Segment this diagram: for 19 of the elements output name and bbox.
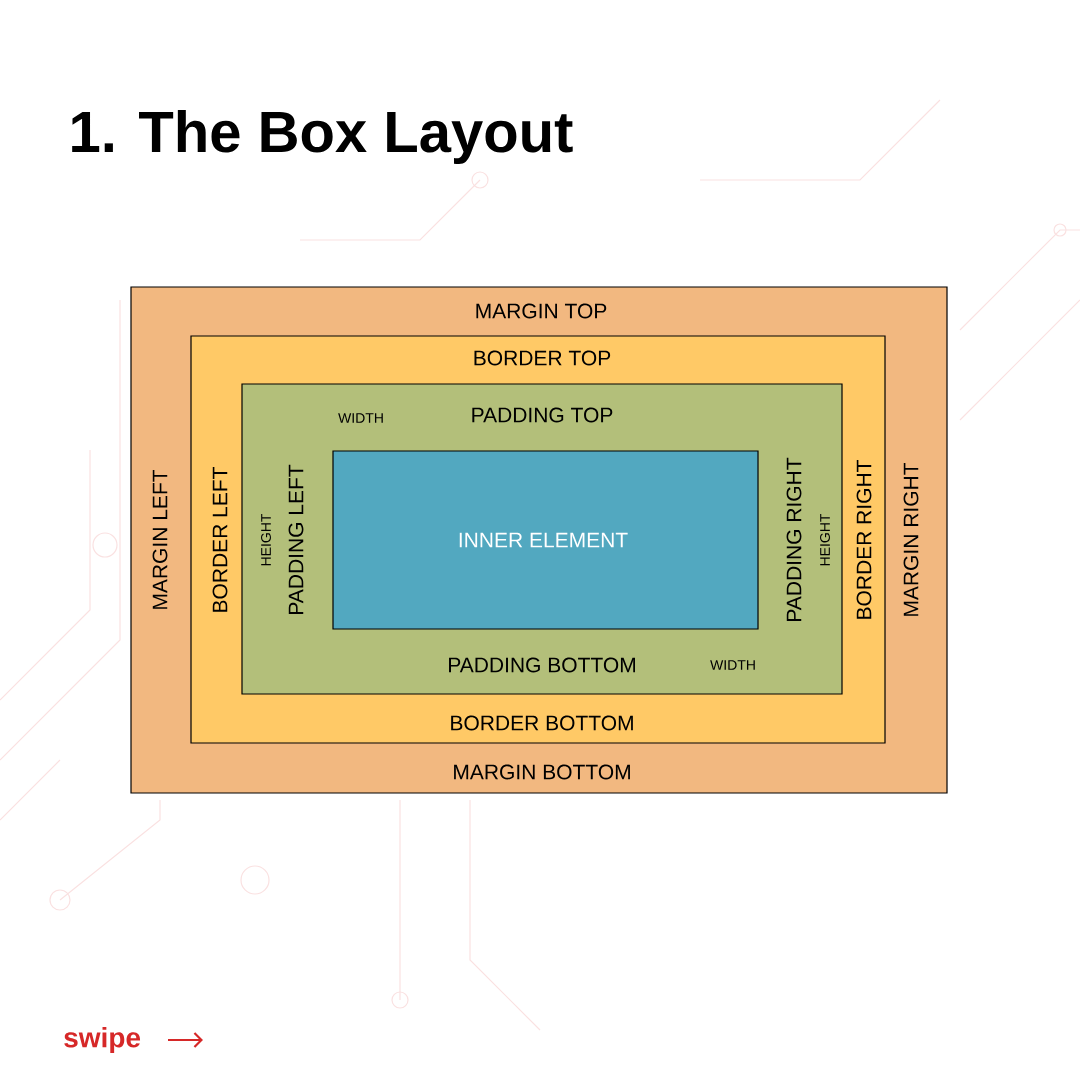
padding-label: WIDTH xyxy=(710,660,755,670)
padding-label: HEIGHT xyxy=(820,513,830,566)
padding-label: WIDTH xyxy=(338,413,383,423)
padding-label: PADDING LEFT xyxy=(288,464,304,614)
padding-label: PADDING RIGHT xyxy=(786,457,802,621)
swipe-label: swipe xyxy=(64,1026,141,1054)
border-label: BORDER RIGHT xyxy=(856,460,872,619)
margin-label: MARGIN TOP xyxy=(476,303,607,319)
margin-label: MARGIN RIGHT xyxy=(903,462,919,616)
padding-label: PADDING BOTTOM xyxy=(449,657,635,673)
margin-label: MARGIN LEFT xyxy=(152,469,168,609)
diagram-title: 1. The Box Layout xyxy=(72,109,573,165)
padding-label: PADDING TOP xyxy=(472,407,613,423)
margin-label: MARGIN BOTTOM xyxy=(454,764,630,780)
border-label: BORDER LEFT xyxy=(212,467,228,612)
border-label: BORDER BOTTOM xyxy=(451,715,633,731)
padding-label: HEIGHT xyxy=(261,513,271,566)
border-label: BORDER TOP xyxy=(474,350,611,366)
element-label: INNER ELEMENT xyxy=(459,532,628,548)
